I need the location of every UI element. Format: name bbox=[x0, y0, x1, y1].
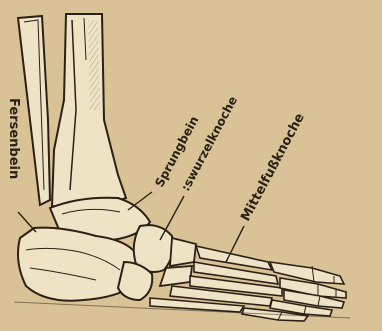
tibia-hatching bbox=[88, 20, 100, 110]
label-fersenbein: Fersenbein bbox=[6, 98, 21, 179]
cuneiform-bone-2 bbox=[160, 266, 192, 286]
cuneiform-bone-1 bbox=[170, 238, 196, 266]
